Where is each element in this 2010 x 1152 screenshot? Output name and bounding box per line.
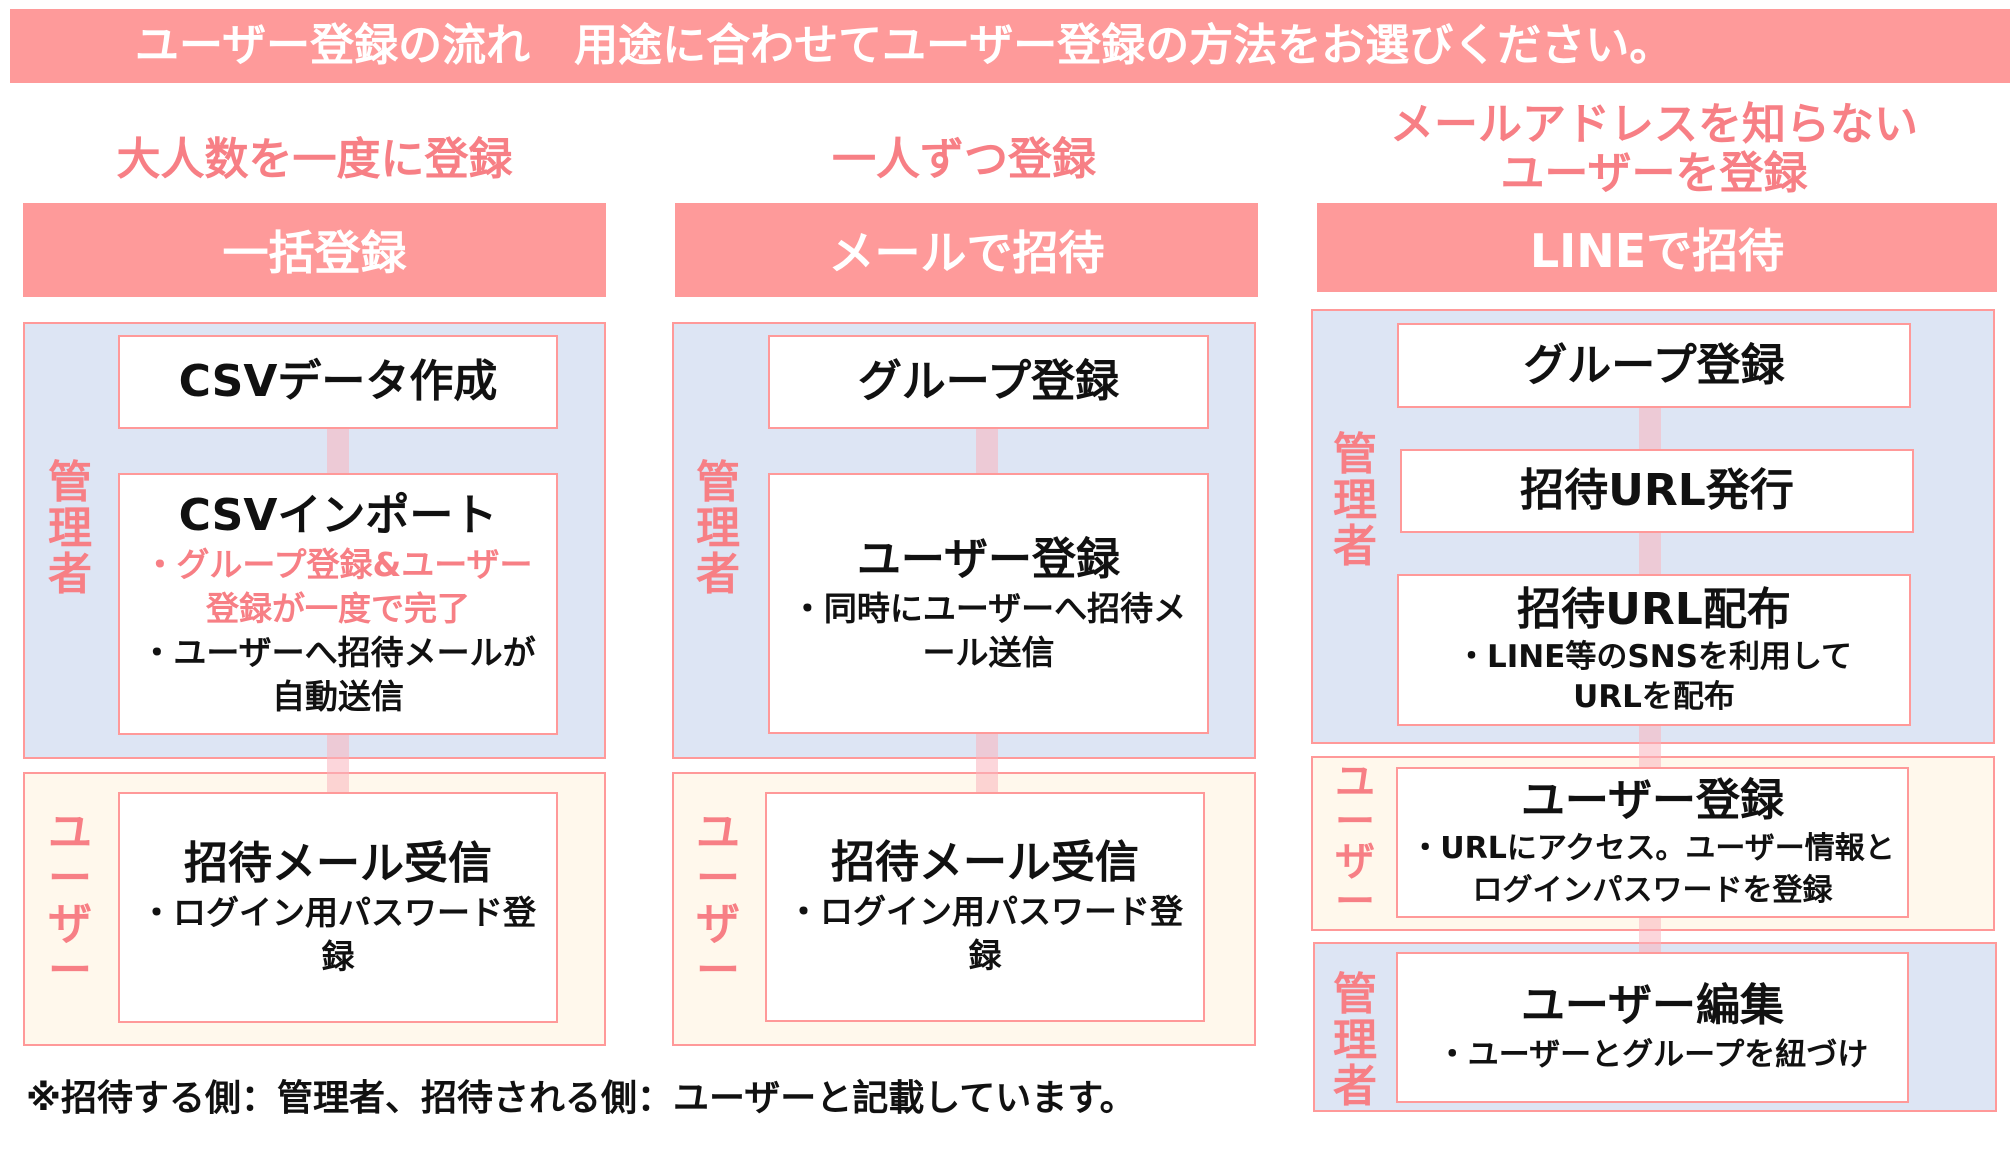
step-title: 招待メール受信 — [184, 837, 492, 889]
step-title: ユーザー登録 — [1520, 774, 1785, 826]
step-title: ユーザー登録 — [856, 533, 1121, 585]
step-title: CSVインポート — [178, 490, 498, 541]
step-box: 招待メール受信 ・ログイン用パスワード登録 — [118, 792, 558, 1023]
step-box: ユーザー登録 ・URLにアクセス。ユーザー情報とログインパスワードを登録 — [1396, 767, 1909, 918]
step-desc: ・URLにアクセス。ユーザー情報とログインパスワードを登録 — [1410, 830, 1895, 908]
step-box: ユーザー編集 ・ユーザーとグループを紐づけ — [1396, 952, 1909, 1103]
column-subtitle: メールアドレスを知らない — [1390, 99, 1918, 150]
role-label-user: ユーザー — [696, 807, 740, 996]
step-title: ユーザー編集 — [1520, 979, 1785, 1031]
step-box: ユーザー登録 ・同時にユーザーへ招待メール送信 — [768, 473, 1209, 734]
method-header-bulk: 一括登録 — [23, 203, 606, 297]
column-subtitle: ユーザーを登録 — [1500, 148, 1808, 199]
step-box: CSVインポート ・グループ登録&ユーザー登録が一度で完了 ・ユーザーへ招待メー… — [118, 473, 558, 735]
role-label-admin: 管理者 — [1333, 429, 1377, 572]
step-title: 招待URL配布 — [1517, 584, 1791, 635]
column-subtitle: 大人数を一度に登録 — [116, 134, 513, 185]
column-subtitle: 一人ずつ登録 — [832, 134, 1096, 185]
role-label-user: ユーザー — [1335, 759, 1375, 925]
step-desc: ・ユーザーへ招待メールが自動送信 — [140, 633, 536, 716]
step-title: CSVデータ作成 — [178, 356, 498, 407]
step-desc: ・LINE等のSNSを利用してURLを配布 — [1455, 639, 1853, 715]
method-header-email: メールで招待 — [675, 203, 1258, 297]
step-box: 招待メール受信 ・ログイン用パスワード登録 — [765, 792, 1205, 1022]
step-box: 招待URL配布 ・LINE等のSNSを利用してURLを配布 — [1397, 574, 1911, 726]
step-title: 招待URL発行 — [1520, 465, 1794, 516]
step-desc: ・ユーザーとグループを紐づけ — [1436, 1036, 1869, 1073]
page-banner: ユーザー登録の流れ 用途に合わせてユーザー登録の方法をお選びください。 — [10, 9, 2010, 83]
step-desc: ・同時にユーザーへ招待メール送信 — [790, 588, 1187, 672]
step-title: グループ登録 — [1523, 339, 1785, 391]
step-desc-highlight: ・グループ登録&ユーザー登録が一度で完了 — [143, 545, 533, 628]
role-label-admin: 管理者 — [1333, 969, 1377, 1112]
role-label-admin: 管理者 — [696, 457, 740, 600]
step-box: CSVデータ作成 — [118, 335, 558, 429]
step-title: 招待メール受信 — [831, 837, 1139, 888]
step-box: グループ登録 — [1397, 323, 1911, 408]
footnote: ※招待する側：管理者、招待される側：ユーザーと記載しています。 — [26, 1078, 1136, 1119]
role-label-user: ユーザー — [48, 807, 92, 996]
step-title: グループ登録 — [857, 356, 1120, 407]
step-desc: ・ログイン用パスワード登録 — [140, 892, 536, 976]
step-desc: ・ログイン用パスワード登録 — [787, 892, 1183, 975]
role-label-admin: 管理者 — [48, 457, 92, 600]
step-box: 招待URL発行 — [1400, 449, 1914, 533]
step-box: グループ登録 — [768, 335, 1209, 429]
method-header-line: LINEで招待 — [1317, 203, 1997, 292]
